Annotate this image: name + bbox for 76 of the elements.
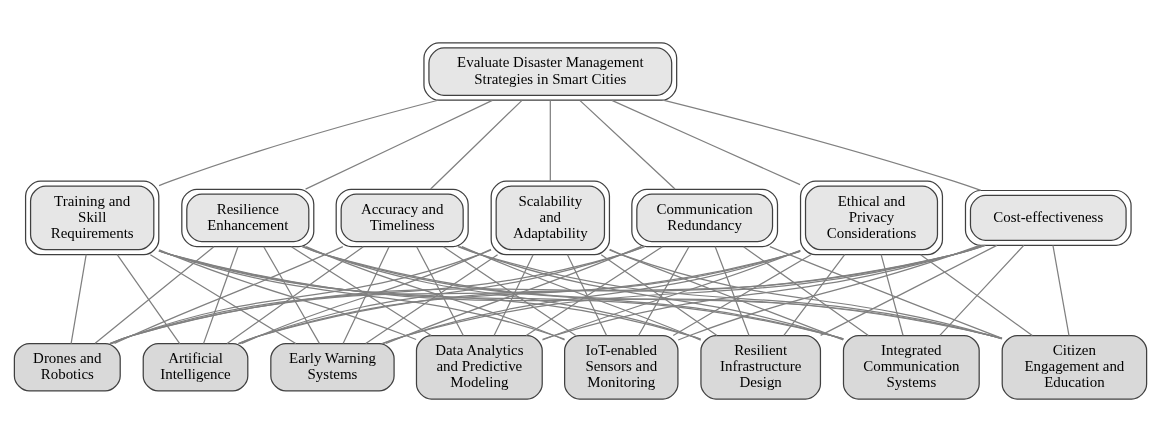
connector <box>116 253 181 344</box>
node-box: Accuracy and Timeliness <box>335 188 469 247</box>
connector <box>880 253 904 336</box>
connector <box>239 245 645 344</box>
connector <box>493 253 534 336</box>
connector <box>263 245 320 344</box>
connector <box>457 245 1003 339</box>
connector <box>769 245 1003 339</box>
connector <box>70 253 87 344</box>
connector <box>158 249 845 339</box>
connector <box>525 245 663 336</box>
connector <box>158 249 1003 339</box>
connector <box>939 244 1025 336</box>
connector <box>783 253 846 336</box>
connector <box>541 249 801 341</box>
connector <box>238 250 801 344</box>
connector <box>94 245 215 344</box>
connector <box>416 245 464 336</box>
connector <box>609 248 844 341</box>
connector <box>302 245 844 340</box>
connector <box>158 248 417 340</box>
connector <box>608 248 1003 339</box>
connector <box>714 245 750 336</box>
connector <box>677 244 981 341</box>
connector <box>385 245 642 344</box>
connector <box>663 99 982 191</box>
node-box: Scalability and Adaptability <box>490 180 611 255</box>
connector <box>158 249 565 340</box>
node-box: Artificial Intelligence <box>142 342 249 392</box>
node-box: Cost-effectiveness <box>964 189 1132 246</box>
connector <box>305 245 566 340</box>
connector <box>304 99 493 190</box>
connector <box>611 99 801 185</box>
connector <box>111 248 492 344</box>
connector <box>542 244 984 340</box>
node-box: Early Warning Systems <box>270 342 395 392</box>
connector <box>442 245 577 336</box>
connector <box>342 245 390 344</box>
connector <box>742 245 869 336</box>
node-box: Citizen Engagement and Education <box>1001 334 1148 400</box>
node-box: Training and Skill Requirements <box>24 180 160 255</box>
connector <box>1052 244 1070 336</box>
connector <box>579 99 676 190</box>
connector <box>158 99 439 186</box>
connector <box>638 245 690 336</box>
connector <box>820 244 998 336</box>
node-box: Integrated Communication Systems <box>842 334 980 400</box>
connector <box>149 253 297 344</box>
connector <box>672 253 812 336</box>
connector <box>202 245 239 344</box>
connector <box>365 253 499 344</box>
connector <box>301 245 1003 339</box>
connector <box>113 245 344 344</box>
node-box: Communication Redundancy <box>631 188 779 247</box>
connector <box>226 245 364 344</box>
node-box: Evaluate Disaster Management Strategies in Smart Cities <box>423 41 678 101</box>
connector <box>290 245 432 336</box>
connector <box>461 245 702 341</box>
node-box: IoT-enabled Sensors and Monitoring <box>564 334 679 400</box>
connector <box>241 248 492 344</box>
connector <box>381 244 985 344</box>
connector <box>158 249 702 340</box>
connector <box>549 99 551 181</box>
connector <box>303 245 702 340</box>
node-box: Ethical and Privacy Considerations <box>799 180 944 255</box>
connector <box>430 99 523 190</box>
connector <box>600 253 718 336</box>
connector <box>566 253 608 336</box>
connector <box>382 249 801 344</box>
connector <box>110 245 646 344</box>
connector <box>458 245 844 340</box>
node-box: Data Analytics and Predictive Modeling <box>415 334 543 400</box>
connector <box>920 253 1033 336</box>
node-box: Resilience Enhancement <box>181 188 315 247</box>
node-box: Drones and Robotics <box>13 342 121 392</box>
node-box: Resilient Infrastructure Design <box>700 334 822 400</box>
